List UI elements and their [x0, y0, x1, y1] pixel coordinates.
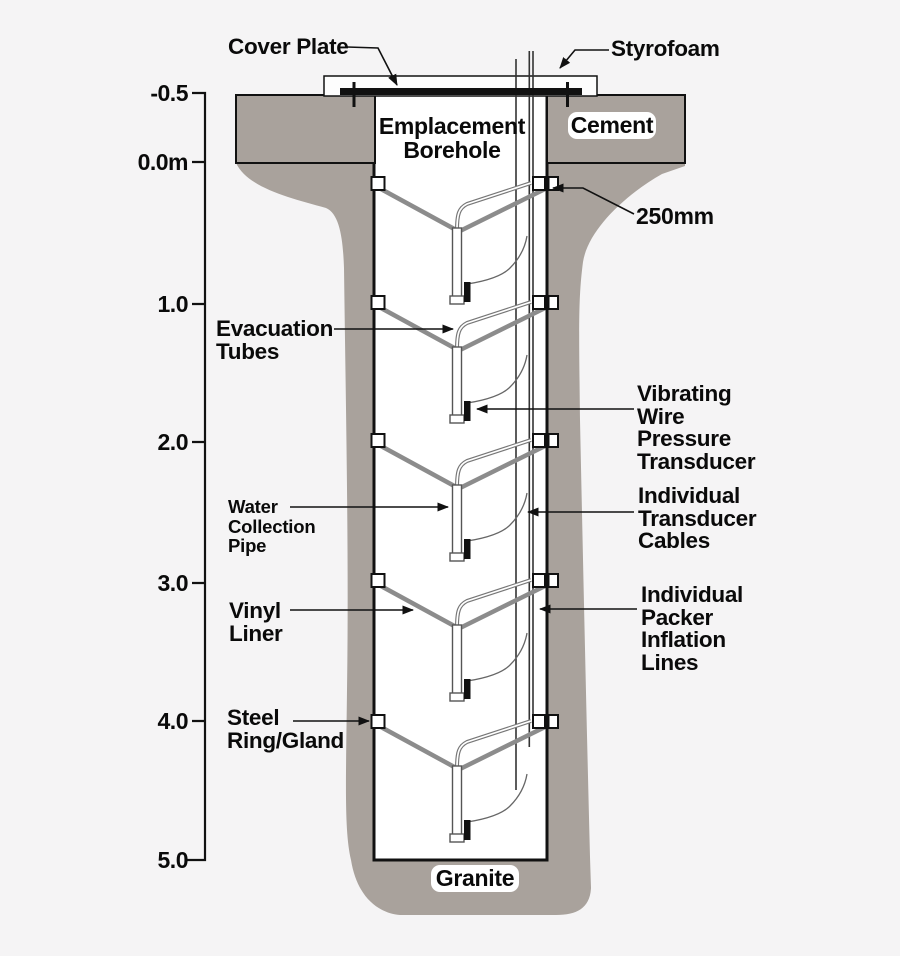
steel-ring-left [370, 714, 386, 729]
transducer-cable [466, 632, 528, 682]
styrofoam-leader [559, 49, 609, 69]
scale-tick-2-0: 2.0 [157, 429, 189, 455]
water-collection-pipe-label: Water Collection Pipe [228, 496, 316, 556]
steel-ring-left [370, 295, 386, 310]
steel-ring-left [370, 573, 386, 588]
steel-ring-right [532, 714, 546, 729]
packer-segment [370, 573, 559, 702]
evacuation-tubes-label: Evacuation Tubes [216, 316, 334, 364]
granite-label: Granite [431, 865, 519, 892]
borehole-shaft [372, 92, 549, 862]
scale-tick-3-0: 3.0 [157, 570, 189, 596]
water-collection-pipe [451, 624, 463, 696]
emplacement-borehole-label: Emplacement Borehole [378, 113, 526, 163]
pipe-foot [449, 552, 465, 562]
steel-ring-right [532, 573, 546, 588]
steel-ring-right [532, 176, 546, 191]
vibrating-wire-label: Vibrating Wire Pressure Transducer [637, 381, 756, 474]
steel-ring-right-outer [547, 714, 559, 729]
vinyl-liner-funnel [379, 186, 546, 234]
pressure-transducer [464, 539, 471, 559]
packer-segment [370, 714, 559, 843]
depth-scale [186, 91, 207, 862]
water-collection-pipe [451, 765, 463, 837]
cover-plate-leader [346, 46, 398, 86]
water-collection-pipe [451, 484, 463, 556]
water-collection-pipe [451, 227, 463, 299]
vinyl-liner-label: Vinyl Liner [229, 598, 283, 646]
scale-tick-0-0: 0.0m [137, 149, 189, 175]
cable-bundle [515, 51, 534, 790]
transducer-cable [466, 492, 528, 542]
steel-ring-left [370, 176, 386, 191]
vinyl-liner-funnel [379, 583, 546, 631]
bolt [566, 82, 569, 107]
transducer-cable [466, 235, 528, 285]
vinyl-liner-funnel [379, 724, 546, 772]
transducer-cable [466, 773, 528, 823]
cover-plate-label: Cover Plate [228, 34, 349, 59]
cement-collar [235, 94, 686, 164]
styrofoam-label: Styrofoam [611, 36, 720, 61]
water-collection-pipe [451, 346, 463, 418]
steel-ring-right [532, 295, 546, 310]
pressure-transducer [464, 679, 471, 699]
pipe-foot [449, 833, 465, 843]
scale-tick-1-0: 1.0 [157, 291, 189, 317]
leader-lines [290, 46, 637, 726]
packer-segment [370, 295, 559, 424]
individual-transducer-cables-label: Individual Transducer Cables [638, 483, 757, 553]
packer-segment [370, 433, 559, 562]
cover-plate-bar [340, 82, 582, 107]
steel-ring-right-outer [547, 295, 559, 310]
steel-ring-right-outer [547, 573, 559, 588]
bolt [352, 82, 356, 107]
pipe-foot [449, 692, 465, 702]
size-250mm-leader [552, 183, 635, 215]
steel-ring-left [370, 433, 386, 448]
transducer-cable [466, 354, 528, 404]
steel-ring-gland-label: Steel Ring/Gland [227, 705, 344, 753]
cement-label: Cement [568, 112, 656, 139]
vinyl-liner-funnel [379, 443, 546, 491]
packer-segments [370, 176, 559, 843]
steel-ring-right [532, 433, 546, 448]
pipe-foot [449, 295, 465, 305]
pressure-transducer [464, 282, 471, 302]
pipe-foot [449, 414, 465, 424]
size-250mm-label: 250mm [636, 203, 714, 229]
scale-tick-5-0: 5.0 [157, 847, 189, 873]
steel-ring-right-outer [547, 433, 559, 448]
scale-tick-neg0-5: -0.5 [150, 80, 188, 106]
individual-packer-inflation-lines-label: Individual Packer Inflation Lines [641, 582, 744, 675]
scale-tick-4-0: 4.0 [157, 708, 189, 734]
pressure-transducer [464, 820, 471, 840]
pressure-transducer [464, 401, 471, 421]
